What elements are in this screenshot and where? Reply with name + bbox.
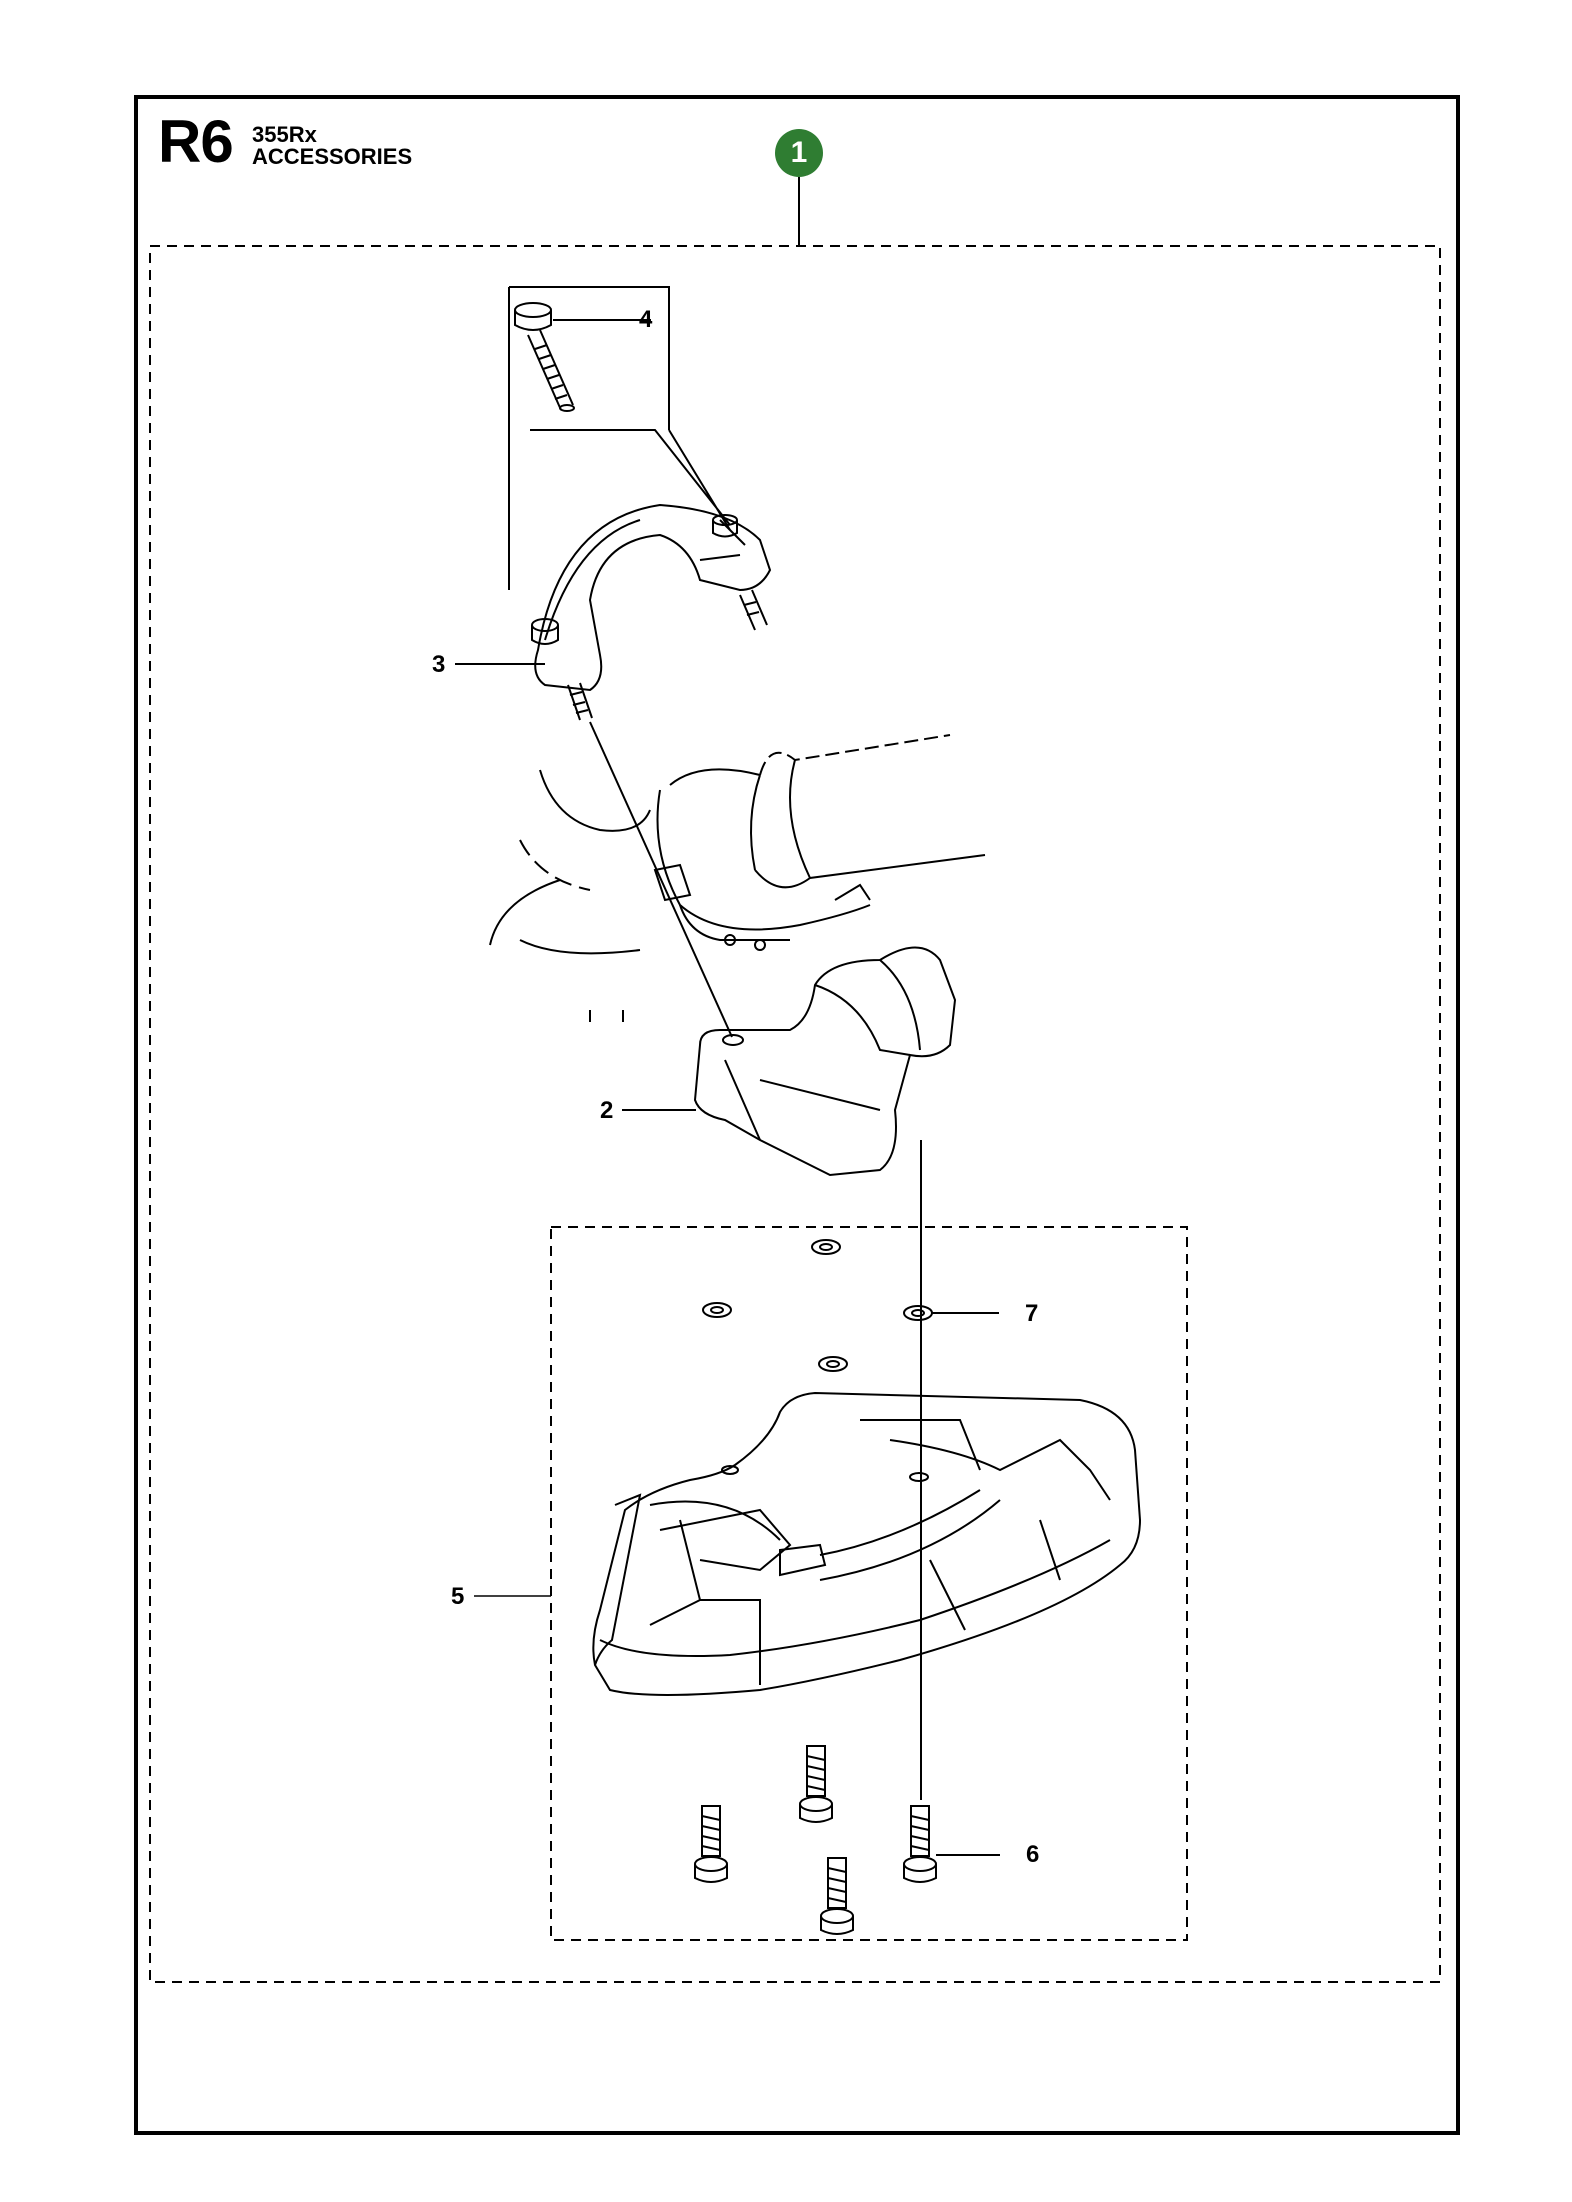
part-3-upper-clamp <box>455 503 772 721</box>
callout-5: 5 <box>451 1583 465 1610</box>
guard-kit-group-outline <box>550 1226 1188 1941</box>
reference-badge: 1 <box>775 129 823 177</box>
part-6-screws <box>694 1745 1000 1935</box>
callout-7: 7 <box>1025 1300 1039 1327</box>
assembly-axis-line-3 <box>589 721 733 1038</box>
callout-4: 4 <box>639 306 653 333</box>
part-2-lower-clamp <box>622 946 957 1800</box>
callout-6: 6 <box>1026 1841 1040 1868</box>
part-4-bolt <box>514 302 651 412</box>
assembly-group-outline <box>149 245 1441 1983</box>
part-7-washers <box>702 1239 999 1372</box>
screw-bracket-lines <box>508 286 731 590</box>
section-title: ACCESSORIES <box>252 144 413 169</box>
diagram-frame <box>134 95 1460 2135</box>
callout-3: 3 <box>432 651 446 678</box>
page-code: R6 <box>158 108 234 175</box>
shaft-gearbox-outline <box>489 734 986 1022</box>
part-5-blade-guard <box>474 1391 1142 1696</box>
model-name: 355Rx <box>252 122 317 147</box>
callout-2: 2 <box>600 1097 614 1124</box>
